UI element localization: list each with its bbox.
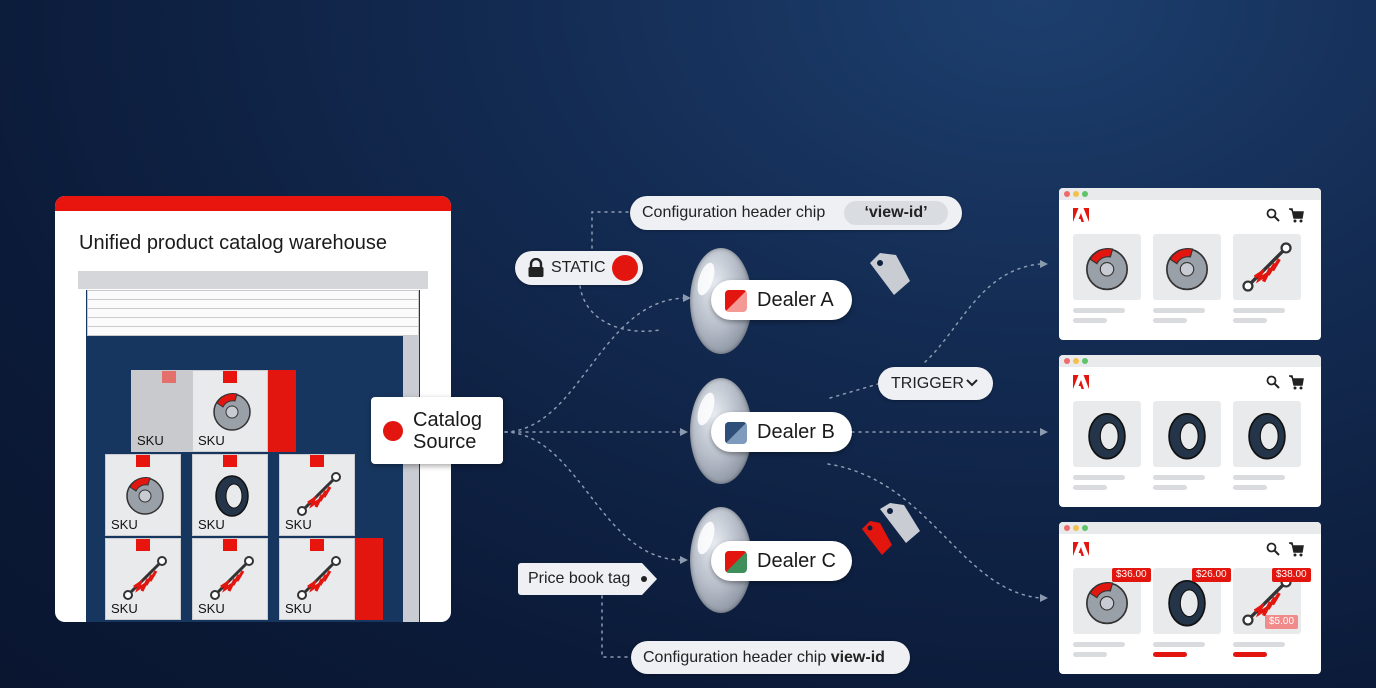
warehouse-roof [78, 271, 428, 289]
tire-icon [215, 475, 249, 517]
dealer-a-node: Dealer A [711, 280, 852, 320]
tire-icon [1088, 413, 1126, 460]
box-side [268, 370, 296, 452]
price-book-tag: Price book tag [518, 563, 658, 595]
sku-label: SKU [285, 601, 312, 616]
static-dot [612, 255, 638, 281]
brake-disc-icon [1086, 582, 1128, 625]
brake-disc-icon [126, 477, 164, 515]
sku-label: SKU [285, 517, 312, 532]
cart-icon[interactable] [1288, 374, 1304, 390]
storefront-dealer-b [1059, 355, 1321, 507]
view-id-value: view-id [830, 649, 885, 666]
trigger-label: TRIGGER [891, 375, 964, 392]
adobe-logo-icon [1073, 375, 1089, 389]
price-book-label: Price book tag [528, 570, 631, 587]
dealer-name: Dealer C [757, 550, 836, 572]
warehouse-rail [403, 336, 419, 622]
product-tile[interactable] [1233, 401, 1301, 467]
brake-disc-icon [1086, 248, 1128, 291]
config-header-chip-label: Configuration header chip [643, 649, 827, 666]
catalog-source-node: Catalog Source [371, 397, 503, 464]
shock-absorber-icon [297, 556, 341, 600]
static-label: STATIC [551, 259, 606, 276]
sku-label: SKU [111, 601, 138, 616]
catalog-source-line1: Catalog [413, 409, 482, 431]
storefront-dealer-c: $36.00 $26.00 $38.00 $5.00 [1059, 522, 1321, 674]
brake-disc-icon [213, 393, 251, 431]
sku-box: SKU [192, 454, 268, 536]
shock-absorber-icon [1242, 242, 1292, 292]
adobe-logo-icon [1073, 542, 1089, 556]
product-tile[interactable] [1153, 401, 1221, 467]
product-tile[interactable] [1153, 234, 1221, 300]
price-badge: $36.00 [1112, 568, 1151, 582]
search-icon[interactable] [1266, 542, 1280, 556]
config-header-chip-label: Configuration header chip [642, 204, 826, 221]
tire-icon [1168, 580, 1206, 627]
product-tile[interactable] [1233, 234, 1301, 300]
dealer-b-swatch [725, 422, 747, 444]
sku-label: SKU [198, 517, 225, 532]
sku-box: SKU [279, 538, 355, 620]
storefront-dealer-a [1059, 188, 1321, 340]
search-icon[interactable] [1266, 375, 1280, 389]
catalog-source-dot [383, 421, 403, 441]
shock-absorber-icon [123, 556, 167, 600]
dealer-c-node: Dealer C [711, 541, 852, 581]
config-header-chip-top: Configuration header chip ‘view-id’ [630, 196, 962, 230]
sku-box: SKU [192, 370, 268, 452]
sku-box: SKU [192, 538, 268, 620]
price-badge: $26.00 [1192, 568, 1231, 582]
view-id-pill: ‘view-id’ [844, 201, 948, 225]
shock-absorber-icon [210, 556, 254, 600]
warehouse-top-bar [55, 196, 451, 211]
dealer-a-swatch [725, 290, 747, 312]
trigger-chip[interactable]: TRIGGER [878, 367, 993, 400]
chevron-down-icon [966, 379, 978, 387]
price-badge: $38.00 [1272, 568, 1311, 582]
price-tag-icon [870, 253, 910, 295]
brake-disc-icon [1166, 248, 1208, 291]
warehouse-title: Unified product catalog warehouse [79, 232, 387, 254]
product-tile[interactable] [1073, 401, 1141, 467]
config-header-chip-bottom: Configuration header chip view-id [631, 641, 910, 674]
box-side [355, 538, 383, 620]
catalog-source-line2: Source [413, 431, 477, 453]
sku-label: SKU [198, 601, 225, 616]
adobe-logo-icon [1073, 208, 1089, 222]
sku-label: SKU [198, 433, 225, 448]
shock-absorber-icon [297, 472, 341, 516]
lock-icon [528, 258, 544, 277]
cart-icon[interactable] [1288, 207, 1304, 223]
static-chip: STATIC [515, 251, 643, 285]
sku-label: SKU [137, 433, 164, 448]
tire-icon [1248, 413, 1286, 460]
search-icon[interactable] [1266, 208, 1280, 222]
price-tag-pair-icon [862, 503, 920, 555]
dealer-b-node: Dealer B [711, 412, 852, 452]
product-tile[interactable] [1073, 234, 1141, 300]
sale-price-badge: $5.00 [1265, 615, 1299, 629]
sku-box: SKU [279, 454, 355, 536]
warehouse-card: Unified product catalog warehouse SKU SK… [55, 196, 451, 622]
dealer-name: Dealer A [757, 289, 834, 311]
sku-box: SKU [105, 538, 181, 620]
sku-box: SKU [105, 454, 181, 536]
price-book-tag-shape [518, 563, 657, 595]
tire-icon [1168, 413, 1206, 460]
dealer-name: Dealer B [757, 421, 835, 443]
sku-label: SKU [111, 517, 138, 532]
warehouse-shutter [87, 290, 419, 336]
dealer-c-swatch [725, 551, 747, 573]
cart-icon[interactable] [1288, 541, 1304, 557]
